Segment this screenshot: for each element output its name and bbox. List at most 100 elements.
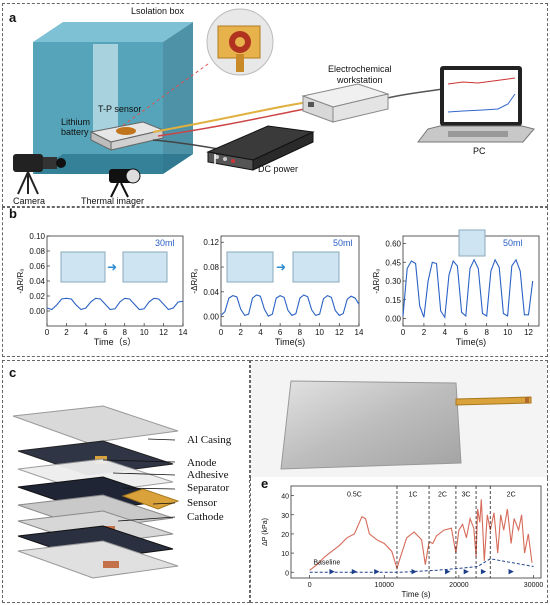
y-tick-label: 0.15 bbox=[385, 296, 401, 305]
label-anode: Anode bbox=[187, 457, 217, 469]
baseline-arrow: ▶ bbox=[445, 568, 451, 575]
panel-e-letter: e bbox=[261, 476, 269, 491]
laptop bbox=[416, 66, 535, 143]
lithium-battery-label: Lithium battery bbox=[61, 117, 91, 137]
y-tick-label: 10 bbox=[281, 551, 289, 558]
x-tick-label: 12 bbox=[159, 328, 168, 337]
pouch-cell-photo bbox=[251, 361, 547, 477]
lithium-battery bbox=[89, 121, 165, 151]
label-adhesive: Adhesive bbox=[187, 469, 229, 481]
x-tick-label: 12 bbox=[335, 328, 344, 337]
data-series-line bbox=[220, 294, 360, 317]
y-axis-label: ΔP (kPa) bbox=[262, 518, 269, 546]
baseline-line bbox=[309, 558, 534, 573]
annotation-50ml: 50ml bbox=[333, 238, 353, 248]
baseline-arrow: ▶ bbox=[411, 568, 417, 575]
pc-label: PC bbox=[473, 146, 486, 156]
y-tick-label: 0.12 bbox=[203, 238, 219, 247]
plot-frame bbox=[220, 235, 360, 327]
y-tick-label: 0.04 bbox=[29, 277, 45, 286]
x-tick-label: 0 bbox=[219, 328, 224, 337]
photo-inset-2b bbox=[292, 251, 340, 283]
baseline-arrow: ▶ bbox=[352, 568, 358, 575]
zoom-line bbox=[117, 63, 209, 130]
y-tick-label: 0.06 bbox=[29, 262, 45, 271]
x-tick-label: 2 bbox=[64, 328, 69, 337]
x-tick-label: 4 bbox=[443, 328, 448, 337]
x-tick-label: 0 bbox=[45, 328, 50, 337]
label-sensor: Sensor bbox=[187, 497, 217, 509]
dc-power-label: DC power bbox=[258, 164, 299, 174]
y-tick-label: 0.04 bbox=[203, 288, 219, 297]
panel-c: c Al Casing Anode Ad bbox=[2, 360, 250, 603]
panel-a: a Lsolation box T-P sensor Lithium batte… bbox=[2, 3, 548, 207]
x-tick-label: 6 bbox=[464, 328, 469, 337]
baseline-arrow: ▶ bbox=[374, 568, 380, 575]
annotation-30ml: 30ml bbox=[155, 238, 175, 248]
cable-pc bbox=[382, 88, 444, 100]
y-axis-label: -ΔR/R₀ bbox=[16, 268, 25, 293]
y-tick-label: 0.30 bbox=[385, 277, 401, 286]
x-tick-label: 10000 bbox=[375, 582, 395, 589]
x-tick-label: 10 bbox=[315, 328, 324, 337]
y-tick-label: 0.00 bbox=[203, 313, 219, 322]
camera bbox=[13, 154, 66, 195]
baseline-arrow: ▶ bbox=[464, 568, 470, 575]
setup-illustration bbox=[13, 8, 535, 198]
x-tick-label: 20000 bbox=[449, 582, 469, 589]
annotation-50ml: 50ml bbox=[503, 238, 523, 248]
x-tick-label: 8 bbox=[122, 328, 127, 337]
photo-inset-2a bbox=[226, 251, 274, 283]
photo-inset-3 bbox=[458, 229, 486, 257]
leader-lines bbox=[102, 438, 176, 522]
x-axis-label: Time(s) bbox=[275, 337, 305, 347]
y-tick-label: 0.10 bbox=[29, 232, 45, 241]
x-tick-label: 12 bbox=[524, 328, 533, 337]
baseline-arrow: ▶ bbox=[329, 568, 335, 575]
x-tick-label: 2 bbox=[422, 328, 427, 337]
x-tick-label: 8 bbox=[298, 328, 303, 337]
plot-frame bbox=[290, 485, 542, 579]
x-tick-label: 4 bbox=[258, 328, 263, 337]
label-al-casing: Al Casing bbox=[187, 434, 232, 446]
thermal-imager bbox=[109, 168, 141, 198]
x-tick-label: 6 bbox=[103, 328, 108, 337]
y-tick-label: 0.45 bbox=[385, 258, 401, 267]
y-tick-label: 20 bbox=[281, 532, 289, 539]
data-series-line bbox=[309, 499, 533, 571]
panel-a-letter: a bbox=[9, 10, 17, 25]
panel-b-letter: b bbox=[9, 206, 17, 221]
photo-inset-1a bbox=[60, 251, 106, 283]
layer-al-casing-top bbox=[12, 405, 179, 444]
region-label: 2C bbox=[438, 492, 447, 499]
layer-al-casing-bottom bbox=[17, 540, 179, 579]
baseline-arrow: ▶ bbox=[508, 568, 514, 575]
photo-inset-1b bbox=[122, 251, 168, 283]
y-tick-label: 0.00 bbox=[29, 307, 45, 316]
y-tick-label: 0.08 bbox=[203, 263, 219, 272]
isolation-box bbox=[33, 22, 193, 174]
y-tick-label: 0.00 bbox=[385, 315, 401, 324]
region-label: 3C bbox=[462, 492, 471, 499]
baseline-label: Baseline bbox=[313, 560, 340, 567]
baseline-arrow: ▶ bbox=[481, 568, 487, 575]
screws-label: Screws bbox=[208, 172, 238, 182]
isolation-box-label: Lsolation box bbox=[131, 6, 185, 16]
y-axis-label: -ΔR/R₀ bbox=[372, 268, 381, 293]
x-tick-label: 0 bbox=[308, 582, 312, 589]
region-label: 2C bbox=[507, 492, 516, 499]
y-tick-label: 0 bbox=[285, 570, 289, 577]
camera-label: Camera bbox=[13, 196, 46, 206]
y-tick-label: 0.60 bbox=[385, 240, 401, 249]
electrochemical-label: Electrochemical workstation bbox=[328, 64, 392, 85]
x-tick-label: 30000 bbox=[524, 582, 544, 589]
x-tick-label: 4 bbox=[84, 328, 89, 337]
x-tick-label: 6 bbox=[278, 328, 283, 337]
x-axis-label: Time(s) bbox=[456, 337, 486, 347]
